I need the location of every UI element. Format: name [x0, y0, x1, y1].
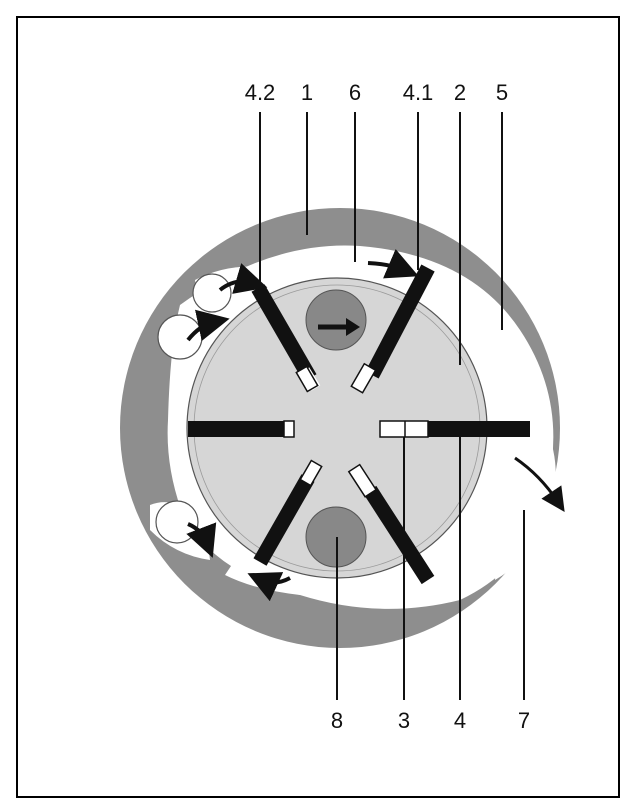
- roller-middle: [157, 314, 203, 360]
- flow-arrow-icon-4: [247, 572, 291, 602]
- roller-bottom: [155, 500, 199, 544]
- flow-arrow-icon-3: [186, 522, 217, 558]
- vane-left: [188, 421, 288, 437]
- label-5: 5: [496, 80, 508, 105]
- label-8: 8: [331, 708, 343, 733]
- outlet-port: [495, 425, 556, 580]
- flow-arrow-icon-5: [367, 248, 419, 279]
- inner-port-top: [305, 289, 367, 351]
- vane-tip-upper-left: [295, 365, 319, 393]
- label-4: 4: [454, 708, 466, 733]
- vane-tip-lower-left: [299, 459, 323, 487]
- vane-tip-lower-right: [347, 463, 378, 498]
- vane-tip-left: [283, 420, 295, 438]
- vane-upper-right: [365, 264, 435, 379]
- label-4-2: 4.2: [245, 80, 276, 105]
- label-6: 6: [349, 80, 361, 105]
- inner-arrowhead: [346, 318, 360, 336]
- label-7: 7: [518, 708, 530, 733]
- vane-lower-left: [253, 474, 315, 566]
- vane-tip-upper-right: [350, 362, 377, 394]
- roller-top: [192, 273, 232, 313]
- label-4-1: 4.1: [403, 80, 434, 105]
- vane-lower-right: [363, 485, 435, 585]
- label-2: 2: [454, 80, 466, 105]
- outlet-arrow-icon: [514, 456, 565, 512]
- label-1: 1: [301, 80, 313, 105]
- label-3: 3: [398, 708, 410, 733]
- vane-tip-right: [379, 420, 429, 438]
- flow-arrow-icon-1: [218, 263, 268, 294]
- vane-right: [428, 421, 530, 437]
- flow-arrow-icon-2: [186, 309, 230, 342]
